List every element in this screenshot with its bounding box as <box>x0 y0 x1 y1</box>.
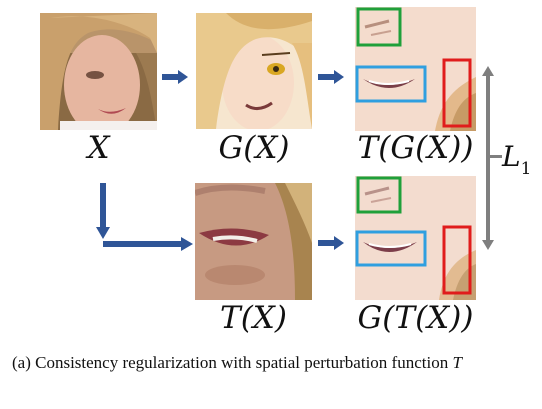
label-transformed-generated: T(G(X)) <box>357 130 474 166</box>
loss-symbol: L <box>502 140 521 173</box>
panel-generated-anime <box>196 13 312 129</box>
arrow-x-to-gx <box>162 70 188 84</box>
caption-text: (a) Consistency regularization with spat… <box>12 353 453 372</box>
red-highlight-box <box>442 225 472 295</box>
blue-highlight-box <box>355 65 427 103</box>
green-highlight-box <box>356 176 402 214</box>
arrow-tx-to-gtx <box>318 236 344 250</box>
label-generated: G(X) <box>218 130 290 166</box>
arrow-to-tx <box>103 237 193 251</box>
arrow-gx-to-tgx <box>318 70 344 84</box>
loss-label: L1 <box>502 143 538 178</box>
label-input: X <box>87 130 110 166</box>
red-highlight-box <box>442 58 472 128</box>
panel-transformed-input <box>195 183 312 300</box>
green-highlight-box <box>356 7 402 47</box>
caption-symbol: T <box>452 353 462 372</box>
label-generated-transformed: G(T(X)) <box>357 300 474 336</box>
figure-caption: (a) Consistency regularization with spat… <box>12 353 534 373</box>
loss-subscript: 1 <box>520 159 532 179</box>
arrow-x-down <box>96 183 110 239</box>
panel-generated-transformed <box>355 176 476 300</box>
blue-highlight-box <box>355 230 427 267</box>
label-transformed-input: T(X) <box>220 300 287 336</box>
panel-transformed-generated <box>355 7 476 131</box>
panel-input-photo <box>40 13 157 130</box>
loss-tick <box>488 155 502 158</box>
